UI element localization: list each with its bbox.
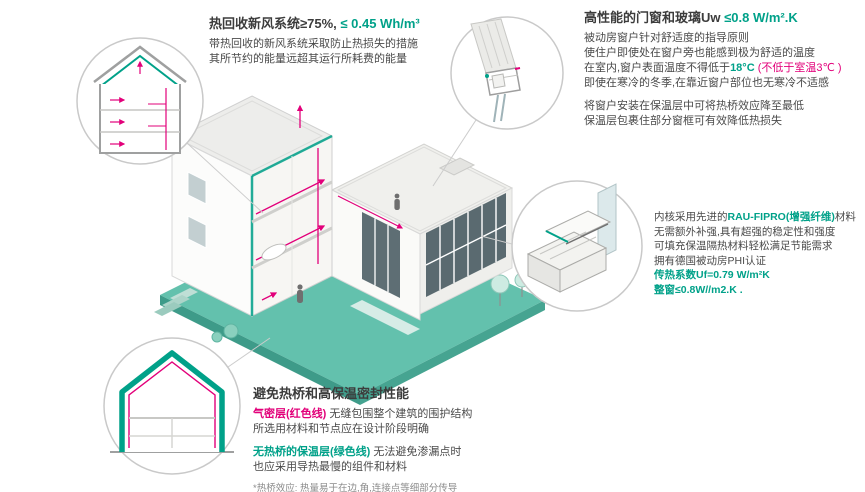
thermal-p1-line-2: 所选用材料和节点应在设计阶段明确 [253,423,429,435]
hrv-body-line-1: 带热回收的新风系统采取防止热损失的措施 [209,38,418,50]
thermal-title: 避免热桥和高保温密封性能 [253,386,410,401]
duct-right-wing [337,195,404,229]
windows-body-line-4: 即使在寒冷的冬季,在靠近窗户部位也无寒冷不适感 [584,77,830,89]
callout-leader-lines [186,119,513,368]
airtight-layer-label: 气密层(红色线) [253,408,327,420]
profile-uf-value: 传热系数Uf=0.79 W/m²K [654,269,770,281]
windows-body-line-6: 保温层包裹住部分窗框可有效降低热损失 [584,115,782,127]
profile-line-1: 内核采用先进的RAU-FIPRO(增强纤维)材料 [654,210,864,225]
thermal-p2-line-2: 也应采用导热最慢的组件和材料 [253,461,407,473]
thermal-p1-line-1: 气密层(红色线) 无缝包围整个建筑的围护结构 [253,407,573,422]
window-install-detail-callout [450,16,564,130]
house-tower-cutaway [170,95,400,317]
profile-line-2: 无需额外补强,具有超强的稳定性和强度 [654,225,836,238]
profile-line1-brand: RAU-FIPRO(增强纤维) [727,211,835,223]
insulation-layer-line [119,350,225,452]
hrv-text-block: 热回收新风系统≥75%, ≤ 0.45 Wh/m³ 带热回收的新风系统采取防止热… [209,16,479,67]
glass-door [362,212,400,298]
profile-line-3: 可填充保温隔热材料轻松满足节能需求 [654,240,833,252]
windows-title-value: ≤0.8 W/m².K [720,10,798,25]
skylight [438,157,476,176]
hrv-detail-callout [76,37,204,165]
hrv-duct-lines [110,60,167,150]
hrv-body-line-2: 其所节约的能量远超其运行所耗费的能量 [209,53,407,65]
window-small-2 [187,215,207,249]
insulation-layer-label: 无热桥的保温层(绿色线) [253,446,371,458]
person-figure-2 [394,193,400,210]
thermal-p1-line1-text: 无缝包围整个建筑的围护结构 [326,408,473,420]
windows-line3-text: 在室内,窗户表面温度不得低于 [584,62,731,74]
window-profile-callout [511,180,643,312]
profile-text-block: 内核采用先进的RAU-FIPRO(增强纤维)材料 无需额外补强,具有超强的稳定性… [654,210,864,297]
windows-line3-note: (不低于室温3℃ ) [754,62,842,74]
hrv-title-main: 热回收新风系统≥75%, [209,16,337,31]
windows-body-line-1: 被动房窗户针对舒适度的指导原则 [584,32,749,44]
thermal-envelope-callout [103,337,241,475]
house-right-wing [330,143,514,321]
hrv-title: 热回收新风系统≥75%, ≤ 0.45 Wh/m³ [209,16,479,32]
person-figure-1 [297,284,303,303]
thermal-text-block: 避免热桥和高保温密封性能 气密层(红色线) 无缝包围整个建筑的围护结构 所选用材… [253,386,573,492]
profile-line-4: 拥有德国被动房PHI认证 [654,254,767,267]
profile-line1-a: 内核采用先进的 [654,211,728,223]
airtight-layer-line [128,361,216,448]
bathtub [261,243,287,261]
glass-facade [425,193,507,297]
windows-title-main: 高性能的门窗和玻璃Uw [584,10,721,25]
hrv-title-value: ≤ 0.45 Wh/m³ [336,16,420,31]
windows-text-block: 高性能的门窗和玻璃Uw ≤0.8 W/m².K 被动房窗户针对舒适度的指导原则 … [584,10,862,129]
profile-uw-value: 整窗≤0.8W//m2.K . [654,283,743,296]
window-small-1 [187,171,207,205]
thermal-p2-line-1: 无热桥的保温层(绿色线) 无法避免渗漏点时 [253,445,573,460]
windows-body-line-2: 使住户即使处在窗户旁也能感到极为舒适的温度 [584,47,815,59]
ventilation-ducts [255,104,326,301]
walkway [350,300,420,335]
thermal-footnote: *热桥效应: 热量易于在边,角,连接点等细部分传导 [253,483,458,492]
windows-line3-temp: 18°C [730,62,755,74]
profile-line1-c: 材料 [834,211,856,223]
windows-title: 高性能的门窗和玻璃Uw ≤0.8 W/m².K [584,10,862,26]
thermal-p2-line1-text: 无法避免渗漏点时 [370,446,462,458]
windows-body-line-5: 将窗户安装在保温层中可将热桥效应降至最低 [584,100,804,112]
windows-body-line-3: 在室内,窗户表面温度不得低于18°C (不低于室温3℃ ) [584,61,862,76]
